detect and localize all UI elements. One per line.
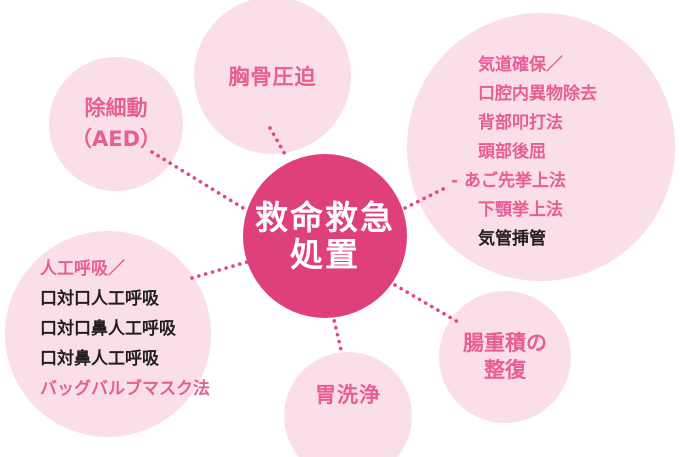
- node-defibrillation: 除細動 （AED）: [49, 57, 183, 191]
- node-chest-compression-label: 胸骨圧迫: [228, 64, 317, 89]
- center-title-line: 救命救急: [255, 198, 395, 237]
- node-airway-management: 気道確保／ 口腔内異物除去 背部叩打法 頭部後屈 - あご先挙上法 下顎挙上法 …: [407, 13, 675, 281]
- node-airway-line: 気道確保／: [478, 55, 563, 75]
- node-intussusception-reduction: 腸重積の 整復: [439, 291, 571, 423]
- node-intussusception-line: 整復: [484, 358, 526, 382]
- node-respiration-line: 人工呼吸／: [40, 259, 125, 279]
- node-airway-line: 背部叩打法: [478, 113, 563, 133]
- node-airway-line: 頭部後屈: [478, 142, 546, 162]
- node-artificial-respiration: 人工呼吸／ 口対口人工呼吸 口対口鼻人工呼吸 口対鼻人工呼吸 バッグバルブマスク…: [5, 231, 211, 437]
- node-respiration-line: バッグバルブマスク法: [40, 379, 210, 399]
- node-intussusception-line: 腸重積の: [463, 331, 547, 355]
- node-respiration-line: 口対口人工呼吸: [40, 289, 159, 309]
- node-airway-line: - あご先挙上法: [451, 171, 566, 191]
- center-title-line: 処置: [290, 235, 360, 274]
- node-defibrillation-line: 除細動: [84, 96, 148, 120]
- node-respiration-line: 口対鼻人工呼吸: [40, 349, 159, 369]
- connector-intussusception: [393, 283, 460, 324]
- node-defibrillation-line: （AED）: [70, 127, 162, 151]
- node-gastric-lavage-label: 胃洗浄: [315, 383, 381, 407]
- node-airway-line: 気管挿管: [478, 229, 546, 249]
- node-center-emergency-treatment: 救命救急 処置: [243, 154, 407, 318]
- node-respiration-line: 口対口鼻人工呼吸: [40, 319, 176, 339]
- node-gastric-lavage: 胃洗浄: [284, 352, 412, 457]
- node-chest-compression: 胸骨圧迫: [194, 0, 351, 154]
- node-airway-line: 下顎挙上法: [478, 200, 563, 220]
- node-airway-line: 口腔内異物除去: [478, 84, 597, 104]
